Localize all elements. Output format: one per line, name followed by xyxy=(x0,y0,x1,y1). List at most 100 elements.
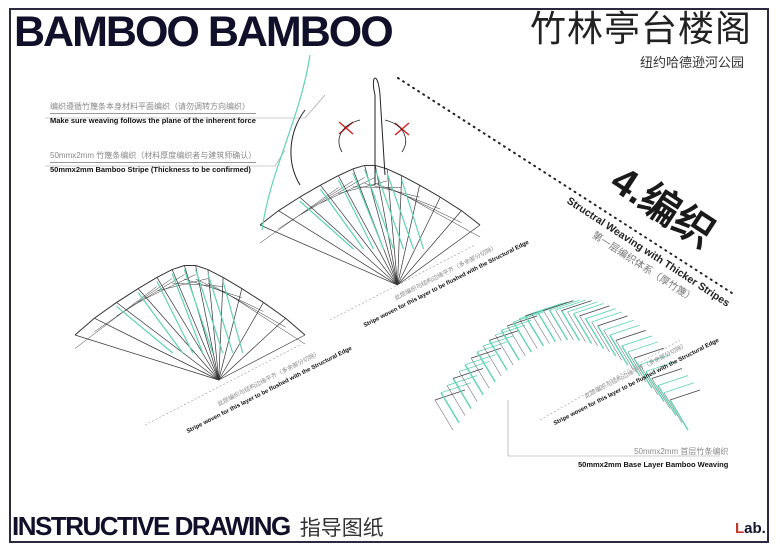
footer: INSTRUCTIVE DRAWING 指导图纸 xyxy=(12,511,384,543)
base-layer-strip xyxy=(531,313,550,344)
structure-rib xyxy=(299,184,321,198)
structure-strut xyxy=(195,265,220,381)
structure-cross xyxy=(172,282,224,287)
base-layer-strip xyxy=(495,334,514,366)
structure-rib xyxy=(171,265,185,271)
base-layer-strip xyxy=(591,321,610,353)
structure-rib xyxy=(278,196,301,212)
structure-rib xyxy=(285,317,306,336)
base-layer-strip xyxy=(488,339,508,371)
structure-rib xyxy=(320,175,339,186)
base-layer-strip xyxy=(555,299,586,311)
base-layer-strip xyxy=(495,324,526,336)
teal-stripe-strand xyxy=(261,54,311,231)
structure-strut xyxy=(259,224,398,286)
structure-rib xyxy=(207,269,224,278)
structure-strut xyxy=(397,210,462,286)
structure-strut xyxy=(218,288,243,381)
base-layer-strip xyxy=(483,335,514,347)
base-layer-strip xyxy=(591,311,622,323)
base-layer-strip xyxy=(524,315,544,347)
base-layer-strip xyxy=(434,399,454,431)
base-layer-strip xyxy=(500,329,520,361)
teal-stripe xyxy=(364,169,395,250)
base-layer-strip xyxy=(567,301,598,313)
base-layer-strip xyxy=(434,389,466,401)
base-layer-strip xyxy=(561,300,592,312)
structure-rib xyxy=(461,210,481,226)
note-cn: 编织遵循竹篾条本身材料平面编织（请勿调转方向编织） xyxy=(50,102,250,111)
base-layer-strip xyxy=(669,399,689,431)
edge-line-right xyxy=(539,339,681,421)
base-layer-strip xyxy=(657,375,689,386)
teal-stripe xyxy=(222,281,244,354)
base-layer-strip xyxy=(603,330,622,361)
structure-cross xyxy=(207,282,286,328)
structure-rib xyxy=(338,168,354,177)
footer-title: INSTRUCTIVE DRAWING xyxy=(12,511,291,541)
base-layer-strip xyxy=(651,378,671,409)
structure-strut xyxy=(116,302,219,381)
base-layer-strip xyxy=(597,325,617,357)
base-layer-strip xyxy=(633,357,653,389)
base-layer-strip xyxy=(573,303,604,314)
note-cn: 50mmx2mm 首层竹条编织 xyxy=(634,447,729,456)
base-layer-strip xyxy=(633,347,664,359)
base-layer-strip xyxy=(477,341,508,353)
base-layer-strip xyxy=(458,371,478,402)
structure-strut xyxy=(184,265,220,381)
note-bamboo-stripe: 50mmx2mm 竹篾条编织（材料厚度编织者与建筑师确认） 50mmx2mm B… xyxy=(50,150,257,174)
structure-rib xyxy=(263,302,286,319)
structure-rib xyxy=(375,164,388,170)
leader-line-1 xyxy=(45,94,326,119)
woven-structure-base-layer xyxy=(434,299,701,431)
structure-rib xyxy=(419,184,441,198)
structure-strut xyxy=(299,196,398,286)
structure-rib xyxy=(74,317,95,336)
base-layer-strip xyxy=(645,371,665,402)
structure-rib xyxy=(386,168,402,177)
structure-rib xyxy=(222,276,243,290)
structure-cross xyxy=(116,274,185,317)
structure-cross xyxy=(352,186,402,188)
structure-cross xyxy=(401,193,481,238)
base-layer-strip xyxy=(651,368,683,379)
section-dotted-line xyxy=(397,77,736,296)
base-layer-strip xyxy=(548,309,569,341)
edge-line-center xyxy=(329,244,476,321)
weaving-loop-icon xyxy=(290,77,386,186)
teal-stripe xyxy=(299,200,354,250)
base-layer-strip xyxy=(585,318,605,350)
teal-stripe xyxy=(207,273,234,354)
leader-line-3 xyxy=(507,400,720,457)
note-en: 50mmx2mm Bamboo Stripe (Thickness to be … xyxy=(50,165,251,174)
structure-strut xyxy=(218,317,286,381)
teal-stripe xyxy=(137,292,184,354)
woven-structure-left xyxy=(74,265,306,381)
base-layer-strip xyxy=(567,311,586,342)
base-layer-strip xyxy=(470,358,490,389)
note-base-layer: 50mmx2mm 首层竹条编织 50mmx2mm Base Layer Bamb… xyxy=(578,446,728,469)
structure-strut xyxy=(338,175,398,286)
note-en: 50mmx2mm Base Layer Bamboo Weaving xyxy=(578,460,729,469)
structure-rib xyxy=(156,269,173,278)
base-layer-strip xyxy=(464,364,484,396)
structure-rib xyxy=(352,164,365,170)
curved-arrow-right-icon xyxy=(384,119,406,153)
structure-cross xyxy=(299,177,365,216)
base-layer-strip xyxy=(615,329,646,341)
note-en: Make sure weaving follows the plane of t… xyxy=(50,116,256,125)
base-layer-strip xyxy=(597,315,628,327)
base-layer-strip xyxy=(609,334,629,366)
curved-arrow-left-icon xyxy=(338,119,361,153)
base-layer-strip xyxy=(579,315,598,346)
structure-strut xyxy=(218,277,224,381)
drawing-frame xyxy=(9,8,769,543)
base-layer-strip xyxy=(465,354,496,366)
note-weaving-plane: 编织遵循竹篾条本身材料平面编织（请勿调转方向编织） Make sure weav… xyxy=(50,101,256,125)
teal-stripe xyxy=(401,179,425,250)
base-layer-strip xyxy=(572,313,593,344)
base-layer-strip xyxy=(645,361,677,372)
base-layer-strip xyxy=(476,351,496,383)
